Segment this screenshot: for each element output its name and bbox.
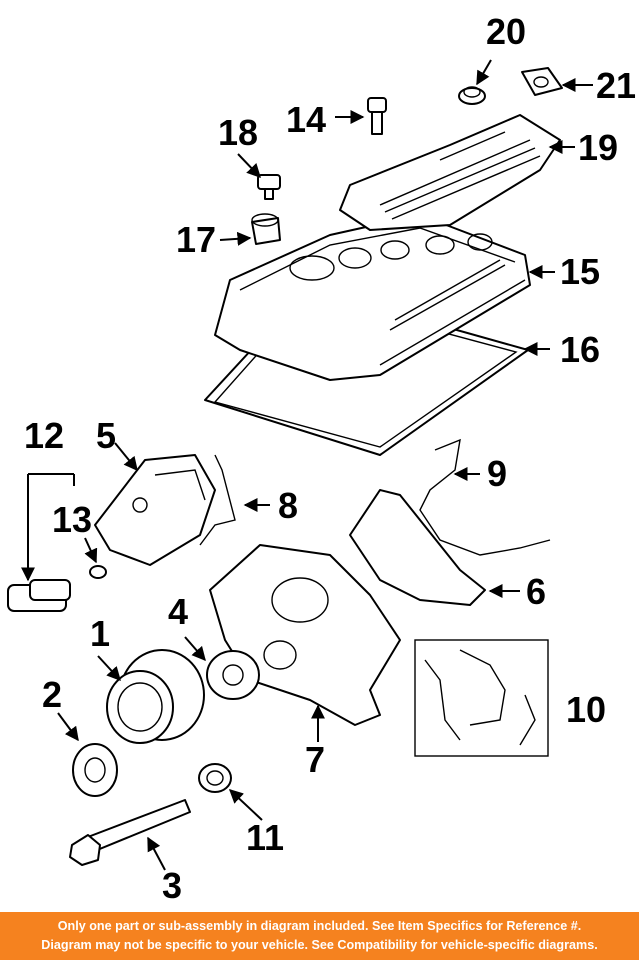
callout-15: 15 bbox=[560, 251, 600, 292]
pad bbox=[521, 67, 563, 96]
gasket-set-box bbox=[414, 639, 549, 757]
callout-6: 6 bbox=[526, 571, 546, 612]
valve-cover bbox=[214, 214, 531, 381]
hub bbox=[72, 743, 118, 797]
crank-bolt bbox=[69, 799, 191, 866]
pulley bbox=[106, 649, 205, 744]
callout-16: 16 bbox=[560, 329, 600, 370]
bolt bbox=[257, 174, 281, 200]
callout-3: 3 bbox=[162, 865, 182, 906]
grommet bbox=[458, 86, 486, 105]
callout-21: 21 bbox=[596, 65, 636, 106]
solenoid bbox=[7, 579, 71, 612]
upper-timing-gasket bbox=[199, 454, 236, 546]
callout-5: 5 bbox=[96, 415, 116, 456]
callout-labels: 1 2 3 4 5 6 7 8 9 10 11 12 13 14 15 16 1… bbox=[24, 11, 636, 906]
callout-18: 18 bbox=[218, 112, 258, 153]
sensor bbox=[367, 97, 387, 135]
disclaimer-line-1: Only one part or sub-assembly in diagram… bbox=[57, 919, 582, 933]
grommet-small bbox=[251, 213, 281, 245]
callout-2: 2 bbox=[42, 674, 62, 715]
callout-10: 10 bbox=[566, 689, 606, 730]
callout-4: 4 bbox=[168, 591, 188, 632]
side-timing-cover bbox=[349, 489, 486, 606]
callout-11: 11 bbox=[246, 817, 284, 858]
engine-cover bbox=[339, 114, 561, 231]
callout-9: 9 bbox=[487, 453, 507, 494]
callout-7: 7 bbox=[305, 739, 325, 780]
parts-diagram: 1 2 3 4 5 6 7 8 9 10 11 12 13 14 15 16 1… bbox=[7, 11, 636, 906]
o-ring bbox=[89, 565, 107, 579]
callout-12: 12 bbox=[24, 415, 64, 456]
callout-17: 17 bbox=[176, 219, 216, 260]
seal bbox=[198, 763, 232, 793]
callout-1: 1 bbox=[90, 613, 110, 654]
disclaimer-line-2: Diagram may not be specific to your vehi… bbox=[41, 938, 598, 952]
lower-timing-gasket bbox=[419, 438, 551, 556]
callout-8: 8 bbox=[278, 485, 298, 526]
callout-14: 14 bbox=[286, 99, 326, 140]
upper-timing-cover bbox=[94, 454, 216, 566]
disclaimer-banner: Only one part or sub-assembly in diagram… bbox=[0, 912, 639, 960]
callout-13: 13 bbox=[52, 499, 92, 540]
callout-19: 19 bbox=[578, 127, 618, 168]
leader-lines bbox=[21, 59, 593, 871]
water-pump bbox=[206, 650, 260, 700]
callout-20: 20 bbox=[486, 11, 526, 52]
